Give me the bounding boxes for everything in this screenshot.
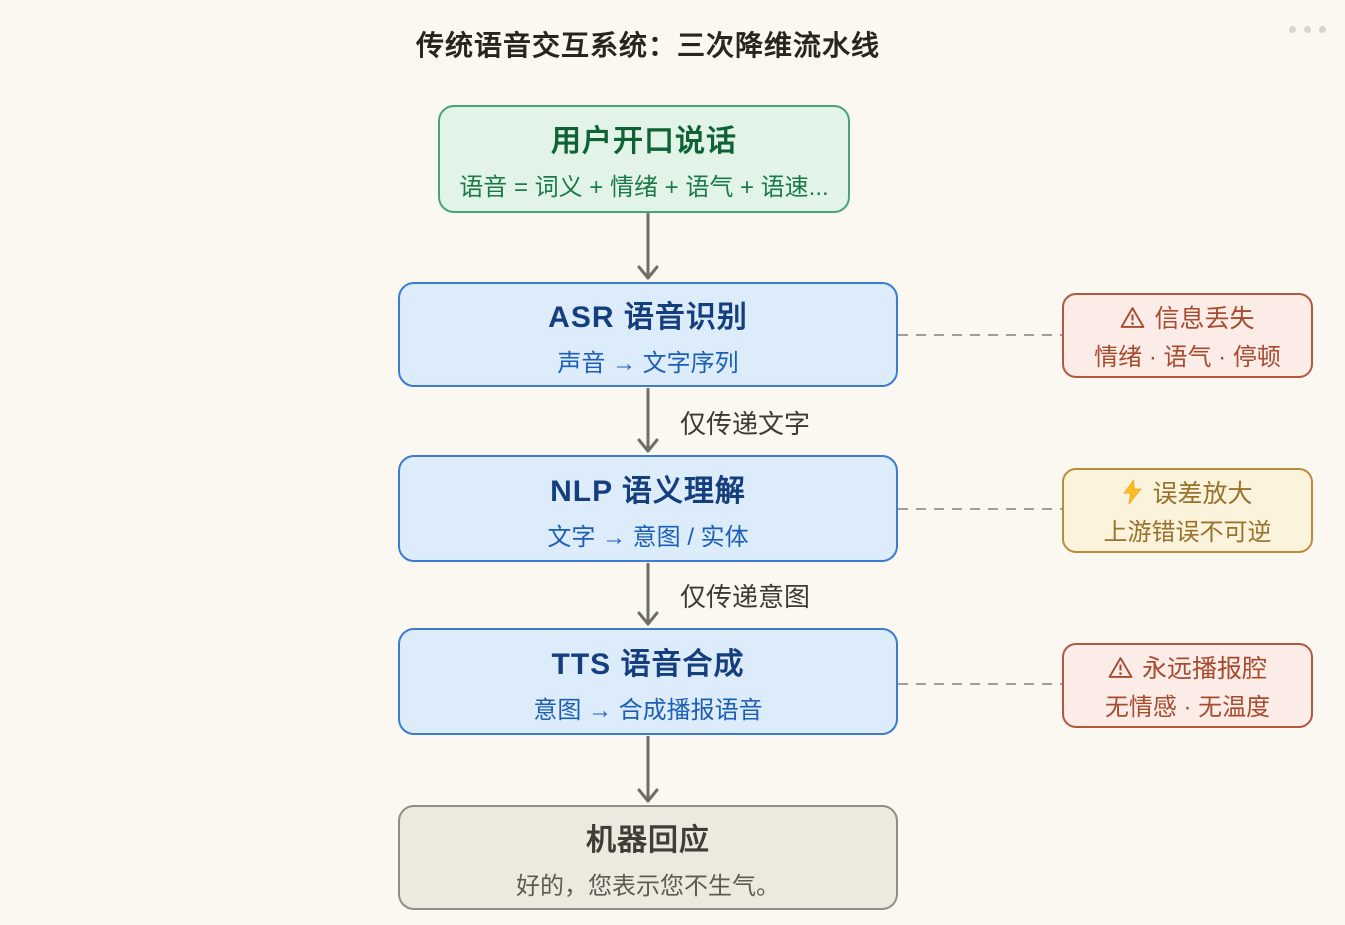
node-subtitle: 意图 → 合成播报语音 bbox=[533, 696, 763, 724]
warning-triangle-icon bbox=[1120, 306, 1145, 329]
node-subtitle: 好的，您表示您不生气。 bbox=[516, 872, 780, 900]
node-nlp: NLP 语义理解 文字 → 意图 / 实体 bbox=[398, 455, 898, 562]
connector-tts-to-callout bbox=[898, 683, 1062, 685]
node-subtitle: 文字 → 意图 / 实体 bbox=[547, 523, 749, 551]
node-title: TTS 语音合成 bbox=[551, 647, 745, 681]
node-tts: TTS 语音合成 意图 → 合成播报语音 bbox=[398, 628, 898, 735]
callout-detail: 情绪 · 语气 · 停顿 bbox=[1094, 344, 1281, 371]
warning-triangle-icon bbox=[1108, 656, 1133, 679]
callout-detail: 上游错误不可逆 bbox=[1103, 519, 1272, 546]
node-subtitle: 语音 = 词义 + 情绪 + 语气 + 语速... bbox=[459, 174, 829, 201]
lightning-bolt-icon bbox=[1122, 480, 1143, 504]
callout-info-loss: 信息丢失 情绪 · 语气 · 停顿 bbox=[1062, 293, 1313, 378]
node-title: 机器回应 bbox=[586, 823, 710, 857]
node-title: 用户开口说话 bbox=[551, 125, 737, 158]
callout-title: 信息丢失 bbox=[1154, 305, 1255, 333]
arrow-user-to-asr bbox=[637, 213, 659, 280]
node-machine-response: 机器回应 好的，您表示您不生气。 bbox=[398, 805, 898, 910]
connector-asr-to-callout bbox=[898, 334, 1062, 336]
arrow-nlp-to-tts bbox=[637, 563, 659, 626]
node-subtitle: 声音 → 文字序列 bbox=[557, 349, 739, 377]
page-title: 传统语音交互系统：三次降维流水线 bbox=[415, 30, 880, 61]
edge-label-text-only: 仅传递文字 bbox=[680, 409, 811, 439]
arrow-asr-to-nlp bbox=[637, 388, 659, 453]
arrow-tts-to-machine bbox=[637, 736, 659, 803]
more-options-icon[interactable] bbox=[1285, 22, 1330, 37]
node-asr: ASR 语音识别 声音 → 文字序列 bbox=[398, 282, 898, 387]
callout-error-amplify: 误差放大 上游错误不可逆 bbox=[1062, 468, 1313, 553]
node-user-speech: 用户开口说话 语音 = 词义 + 情绪 + 语气 + 语速... bbox=[438, 105, 850, 213]
callout-robotic-voice: 永远播报腔 无情感 · 无温度 bbox=[1062, 643, 1313, 728]
callout-title: 误差放大 bbox=[1152, 480, 1253, 508]
connector-nlp-to-callout bbox=[898, 508, 1062, 510]
edge-label-intent-only: 仅传递意图 bbox=[680, 582, 811, 612]
node-title: NLP 语义理解 bbox=[550, 474, 746, 508]
node-title: ASR 语音识别 bbox=[548, 300, 748, 334]
callout-detail: 无情感 · 无温度 bbox=[1104, 694, 1271, 721]
callout-title: 永远播报腔 bbox=[1141, 655, 1267, 683]
